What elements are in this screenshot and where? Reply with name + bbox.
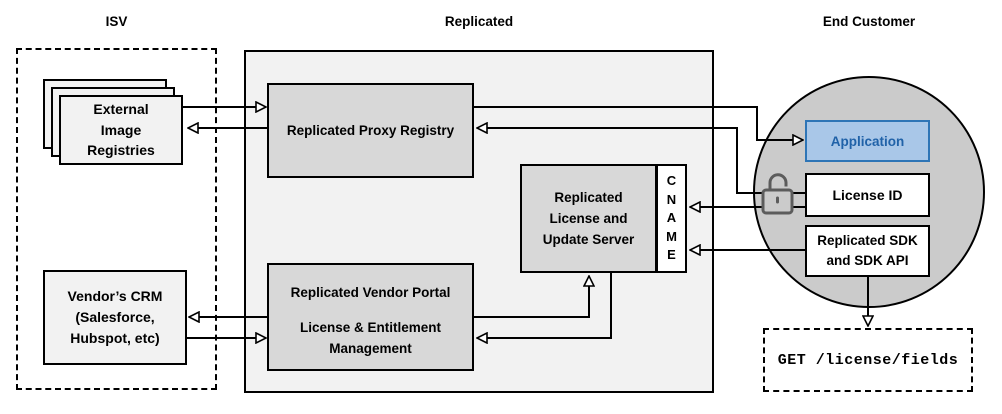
sdk-line1: Replicated SDK bbox=[817, 233, 918, 248]
replicated-sdk-box: Replicated SDK and SDK API bbox=[805, 225, 930, 277]
crm-line3: Hubspot, etc) bbox=[70, 330, 160, 346]
cname-strip: C N A M E bbox=[656, 164, 687, 273]
crm-line1: Vendor’s CRM bbox=[67, 288, 163, 304]
crm-line2: (Salesforce, bbox=[75, 309, 155, 325]
registries-line1: External bbox=[93, 101, 149, 118]
license-server-line2: License and bbox=[549, 211, 628, 226]
cname-letter-e: E bbox=[667, 247, 676, 263]
license-update-server-box: Replicated License and Update Server bbox=[520, 164, 657, 273]
cname-letter-m: M bbox=[666, 228, 677, 244]
external-image-registries-box: External Image Registries bbox=[59, 95, 183, 165]
replicated-section-label: Replicated bbox=[444, 14, 514, 29]
registries-line3: Registries bbox=[87, 142, 155, 159]
vendor-crm-box: Vendor’s CRM (Salesforce, Hubspot, etc) bbox=[43, 270, 187, 365]
api-call-label: GET /license/fields bbox=[777, 351, 959, 369]
vendor-portal-title: Replicated Vendor Portal bbox=[290, 285, 451, 300]
cname-letter-n: N bbox=[666, 191, 677, 207]
license-id-label: License ID bbox=[832, 186, 903, 203]
sdk-line2: and SDK API bbox=[826, 253, 909, 268]
license-server-line3: Update Server bbox=[542, 232, 635, 247]
end-customer-section-label: End Customer bbox=[822, 14, 916, 29]
vendor-portal-box: Replicated Vendor Portal License & Entit… bbox=[267, 263, 474, 371]
isv-section-label: ISV bbox=[105, 14, 128, 29]
vendor-portal-sub2: Management bbox=[329, 341, 412, 356]
cname-letter-a: A bbox=[666, 210, 677, 226]
application-box: Application bbox=[805, 120, 930, 162]
license-id-box: License ID bbox=[805, 173, 930, 217]
api-call-box: GET /license/fields bbox=[763, 328, 973, 392]
cname-letter-c: C bbox=[666, 173, 677, 189]
registries-line2: Image bbox=[100, 121, 142, 138]
license-server-line1: Replicated bbox=[554, 190, 623, 205]
proxy-registry-box: Replicated Proxy Registry bbox=[267, 83, 474, 178]
proxy-registry-label: Replicated Proxy Registry bbox=[286, 123, 455, 138]
vendor-portal-sub1: License & Entitlement bbox=[299, 320, 442, 335]
application-label: Application bbox=[830, 133, 905, 149]
